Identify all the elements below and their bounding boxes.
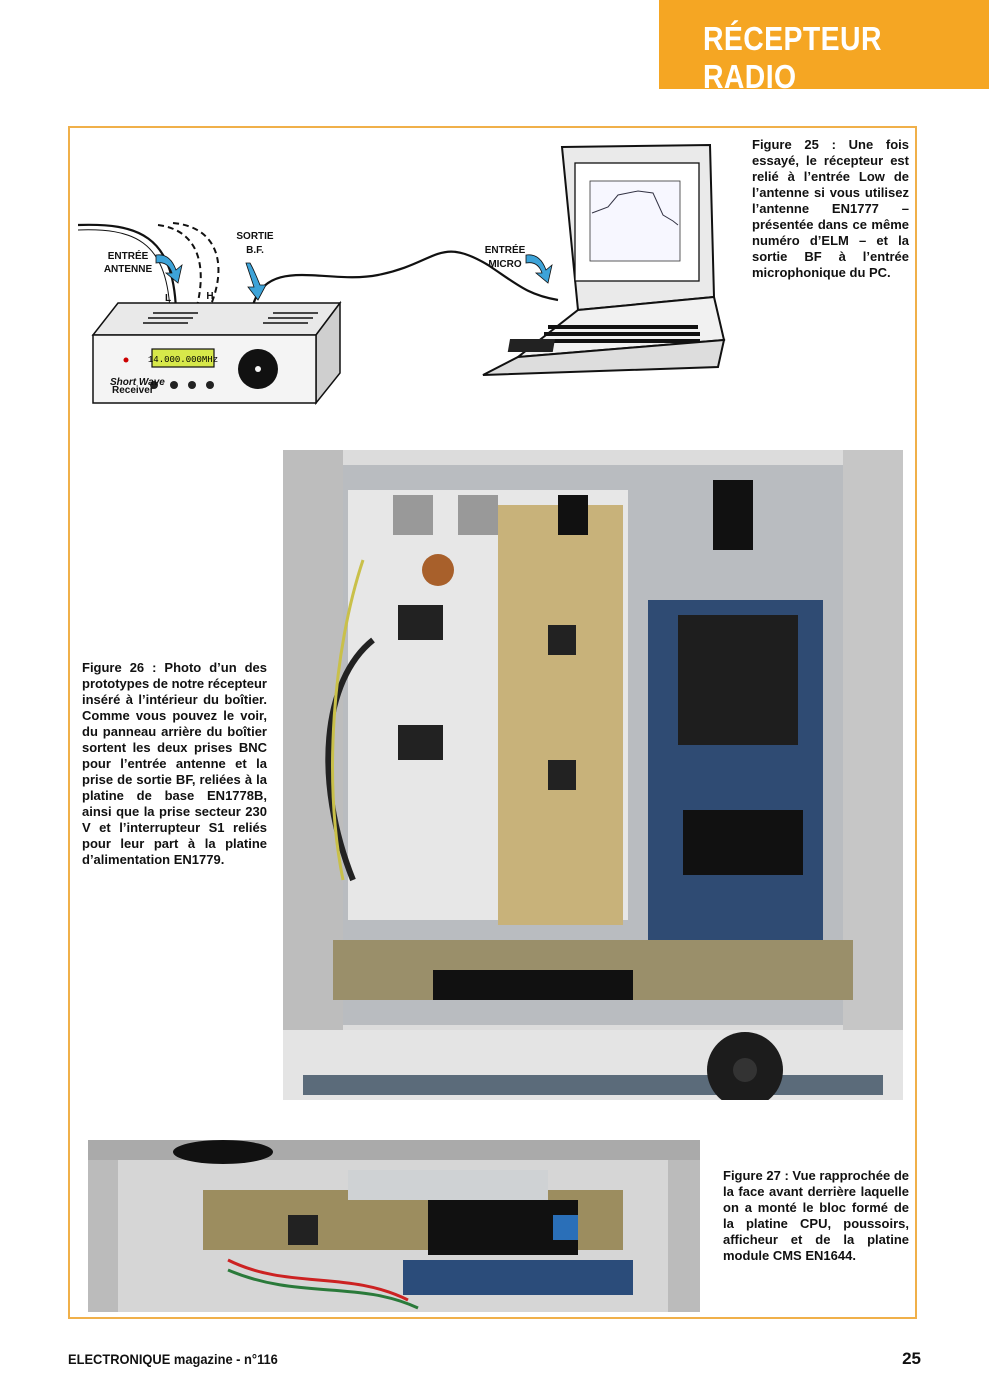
front-panel-closeup-photo (88, 1140, 700, 1312)
label-entree-antenne-1: ENTRÉE (108, 249, 149, 262)
frequency-display: 14.000.000MHz (148, 355, 218, 365)
figure-27-caption: Figure 27 : Vue rapprochée de la face av… (723, 1168, 909, 1263)
label-sortie-1: SORTIE (236, 231, 274, 242)
section-header: RÉCEPTEUR RADIO (659, 0, 989, 95)
receiver-interior-photo (283, 450, 903, 1100)
label-sortie-2: B.F. (246, 245, 264, 256)
figure-25-caption: Figure 25 : Une fois essayé, le récepteu… (752, 137, 909, 280)
figure-26-caption: Figure 26 : Photo d’un des prototypes de… (82, 660, 267, 867)
brand-label-1: Short Wave (110, 377, 165, 388)
label-entree-antenne-2: ANTENNE (104, 264, 153, 275)
brand-label-2: Receiver (112, 385, 154, 396)
label-entree-micro-2: MICRO (488, 259, 522, 270)
section-title: RÉCEPTEUR RADIO (702, 20, 882, 95)
magazine-name: ELECTRONIQUE magazine - n°116 (68, 1351, 278, 1367)
label-high: H (206, 291, 213, 302)
page-number: 25 (902, 1349, 921, 1368)
figure-frame (68, 126, 917, 1319)
label-entree-micro-1: ENTRÉE (485, 243, 526, 256)
receiver-pc-connection-illustration: 14.000.000MHz Short Wave Receiver ENTRÉE… (78, 143, 726, 406)
label-low: L (165, 293, 171, 304)
